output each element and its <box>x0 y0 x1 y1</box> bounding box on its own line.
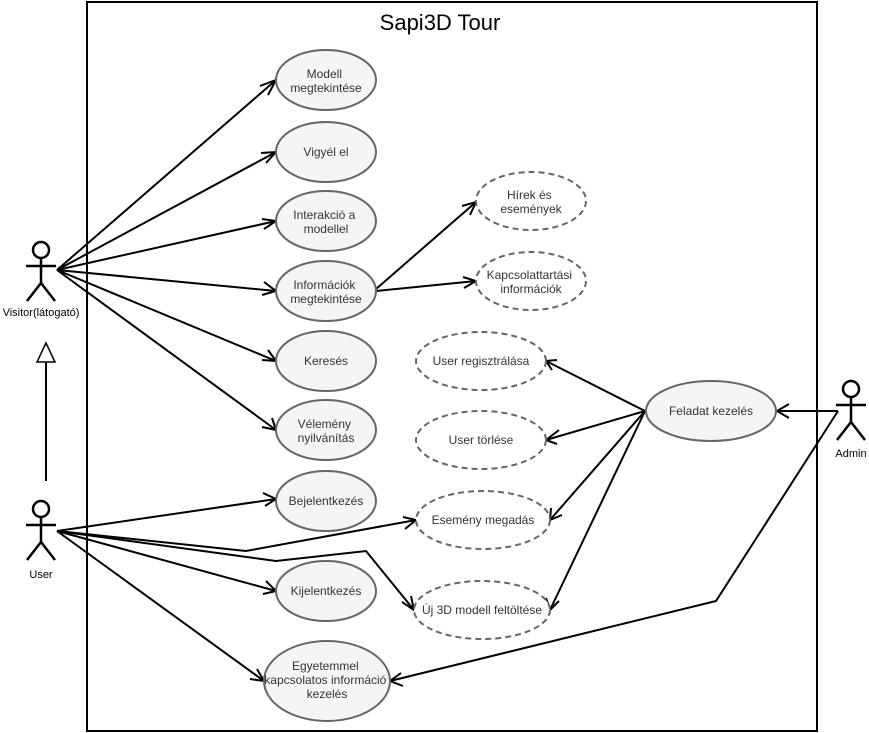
use-case-esemeny-megadas[interactable]: Esemény megadás <box>415 490 551 550</box>
edge-visitor-uc6 <box>56 269 277 431</box>
edge-uc16-uc15 <box>549 410 646 611</box>
use-case-label: Egyetemmel kapcsolatos információ kezelé… <box>264 659 389 701</box>
use-case-bejelentkezes[interactable]: Bejelentkezés <box>275 470 377 532</box>
use-case-label: Vélemény nyilvánítás <box>298 417 355 445</box>
use-case-hirek-es-esemenyek[interactable]: Hírek és események <box>475 171 587 231</box>
edge-user-uc14 <box>56 519 417 553</box>
use-cases: Modell megtekintése Vigyél el Interakció… <box>263 49 777 722</box>
edge-visitor-uc4 <box>56 269 277 292</box>
use-case-uj-3d-modell-feltoltese[interactable]: Új 3D modell feltöltése <box>413 580 551 640</box>
use-case-feladat-kezeles[interactable]: Feladat kezelés <box>645 380 777 442</box>
use-case-modell-megtekintese[interactable]: Modell megtekintése <box>275 49 377 111</box>
use-case-label: Információk megtekintése <box>290 278 362 306</box>
actor-label: User <box>29 569 53 581</box>
use-case-user-regisztralasa[interactable]: User regisztrálása <box>415 331 547 391</box>
actor-admin[interactable]: Admin <box>835 379 867 460</box>
use-case-label: Interakció a modellel <box>293 208 358 236</box>
use-case-informaciok-megtekintese[interactable]: Információk megtekintése <box>275 260 377 322</box>
use-case-vigyel-el[interactable]: Vigyél el <box>275 121 377 183</box>
edges <box>35 78 839 687</box>
use-case-user-torlese[interactable]: User törlése <box>415 410 547 470</box>
edge-uc4-uc10 <box>375 201 477 290</box>
use-case-label: Kijelentkezés <box>291 584 362 598</box>
edge-user-uc8 <box>56 530 277 592</box>
use-case-label: Új 3D modell feltöltése <box>422 602 542 617</box>
use-case-label: Esemény megadás <box>432 513 535 527</box>
use-case-kereses[interactable]: Keresés <box>275 330 377 392</box>
use-case-egyetemmel-kapcsolatos[interactable]: Egyetemmel kapcsolatos információ kezelé… <box>263 640 391 722</box>
system-title: Sapi3D Tour <box>380 10 501 35</box>
use-case-label: Bejelentkezés <box>289 494 364 508</box>
edge-admin-uc9 <box>389 410 839 682</box>
use-case-label: User regisztrálása <box>433 354 530 368</box>
actor-user[interactable]: User <box>26 499 56 581</box>
use-case-interakcio[interactable]: Interakció a modellel <box>275 190 377 252</box>
edge-uc16-uc14 <box>549 410 646 521</box>
actor-head <box>31 240 51 260</box>
actor-label: Admin <box>835 448 866 460</box>
edge-uc16-uc13 <box>545 410 646 441</box>
edge-user-uc7 <box>56 498 277 532</box>
edge-visitor-uc5 <box>56 269 277 362</box>
use-case-label: Kapcsolattartási információk <box>487 268 576 296</box>
actor-head <box>31 499 51 519</box>
edge-user-uc15 <box>56 530 415 611</box>
use-case-label: Modell megtekintése <box>290 67 362 95</box>
edge-visitor-uc3 <box>56 220 277 271</box>
use-case-kijelentkezes[interactable]: Kijelentkezés <box>275 560 377 622</box>
use-case-label: Vigyél el <box>303 145 348 159</box>
edge-visitor-uc1 <box>56 79 277 271</box>
actor-label: Visitor(látogató) <box>3 307 80 319</box>
actor-head <box>841 379 861 399</box>
edge-visitor-uc2 <box>56 151 277 271</box>
use-case-label: User törlése <box>449 433 514 447</box>
generalization-arrowhead <box>35 341 57 363</box>
edge-uc4-uc11 <box>375 280 477 292</box>
actor-body <box>26 258 56 302</box>
use-case-velemeny-nyilvanitas[interactable]: Vélemény nyilvánítás <box>275 399 377 461</box>
use-case-label: Keresés <box>304 354 348 368</box>
edge-user-uc9 <box>56 530 265 682</box>
use-case-label: Hírek és események <box>500 188 562 216</box>
edge-uc16-uc12 <box>545 360 646 412</box>
actor-visitor[interactable]: Visitor(látogató) <box>3 240 80 319</box>
use-case-label: Feladat kezelés <box>669 404 753 418</box>
actor-body <box>26 517 56 561</box>
actor-body <box>836 397 866 441</box>
use-case-kapcsolattartasi-informaciok[interactable]: Kapcsolattartási információk <box>475 251 587 311</box>
